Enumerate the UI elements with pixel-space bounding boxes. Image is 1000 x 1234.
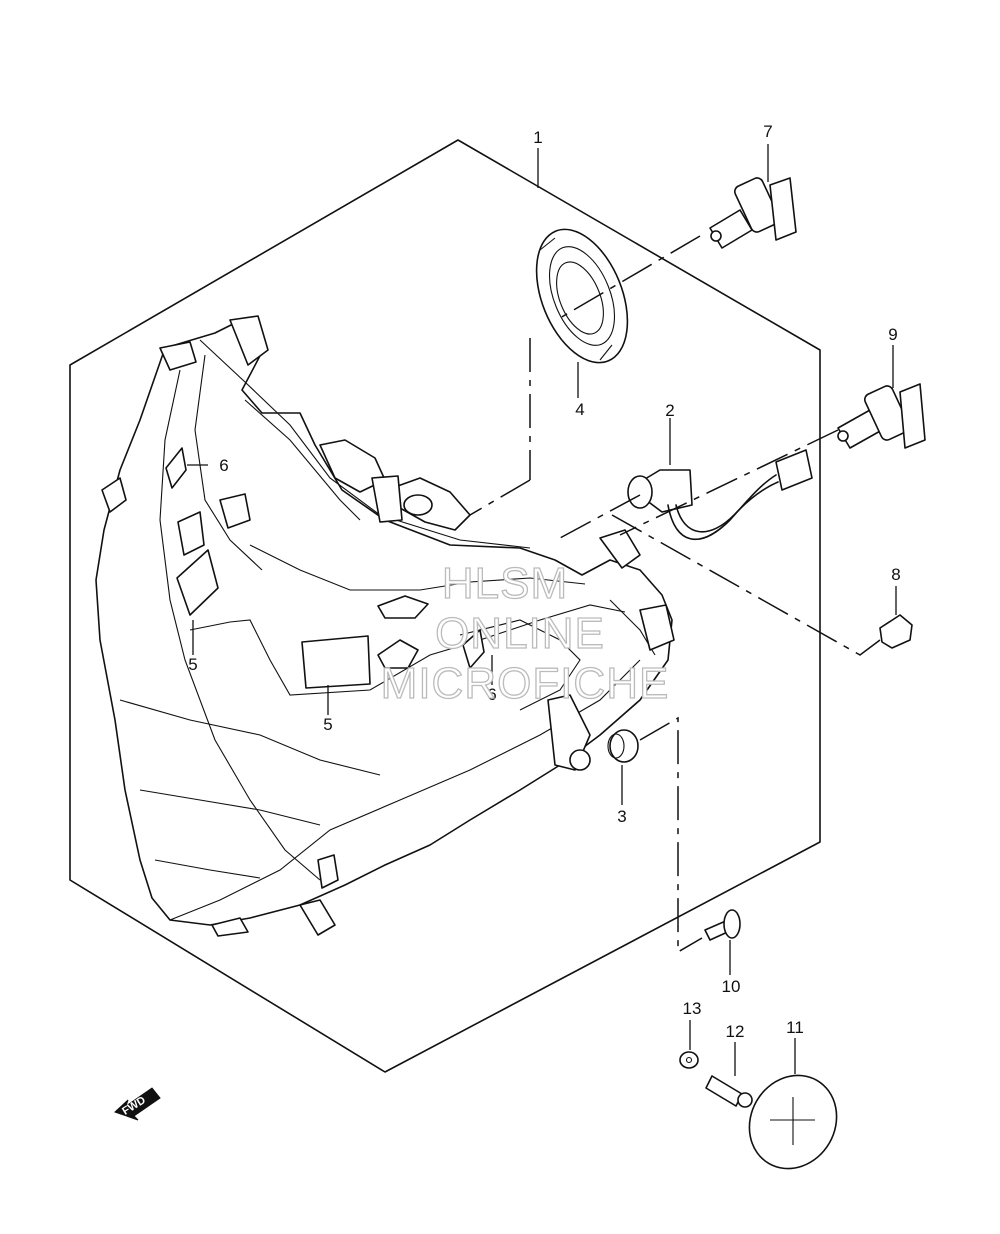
headlamp-housing bbox=[95, 315, 675, 937]
bulb-8 bbox=[879, 614, 913, 649]
dust-cover bbox=[535, 228, 629, 364]
socket-wire-assembly bbox=[627, 449, 813, 541]
pad-5-lower bbox=[301, 635, 371, 689]
callout-12: 12 bbox=[726, 1022, 745, 1041]
callout-11: 11 bbox=[786, 1018, 804, 1037]
fwd-arrow-icon: FWD bbox=[114, 1087, 161, 1121]
callout-leaders bbox=[187, 144, 897, 1076]
callout-5-upper: 5 bbox=[188, 655, 197, 674]
callout-7: 7 bbox=[763, 122, 772, 141]
callout-4: 4 bbox=[575, 400, 584, 419]
cap-11 bbox=[748, 1074, 838, 1170]
pin-12 bbox=[705, 1075, 753, 1108]
label-pads bbox=[165, 447, 485, 689]
assembly-lines bbox=[469, 235, 881, 954]
callout-2: 2 bbox=[665, 401, 674, 420]
pad-5-upper bbox=[176, 549, 219, 616]
bulb-7 bbox=[709, 177, 797, 249]
bulb-9 bbox=[837, 383, 926, 449]
pad-6-lower bbox=[462, 629, 485, 669]
pad-6-upper bbox=[165, 447, 187, 489]
callout-labels: 1 7 4 2 9 6 5 5 6 8 3 10 13 12 11 bbox=[188, 122, 900, 1041]
callout-3: 3 bbox=[617, 807, 626, 826]
watermark-line-2: ONLINE bbox=[435, 609, 605, 658]
callout-8: 8 bbox=[891, 565, 900, 584]
watermark-line-1: HLSM bbox=[442, 559, 568, 608]
callout-1: 1 bbox=[533, 128, 542, 147]
callout-9: 9 bbox=[888, 325, 897, 344]
assembly-boundary bbox=[69, 139, 821, 1073]
callout-10: 10 bbox=[722, 977, 741, 996]
watermark-line-3: MICROFICHE bbox=[381, 659, 670, 708]
watermark: HLSM ONLINE MICROFICHE bbox=[380, 558, 670, 708]
callout-5-lower: 5 bbox=[323, 715, 332, 734]
callout-6-lower: 6 bbox=[487, 685, 496, 704]
callout-6-upper: 6 bbox=[219, 456, 228, 475]
screw-10 bbox=[704, 909, 741, 941]
washer-13 bbox=[679, 1051, 699, 1069]
grommet-3 bbox=[607, 729, 639, 763]
callout-13: 13 bbox=[683, 999, 702, 1018]
